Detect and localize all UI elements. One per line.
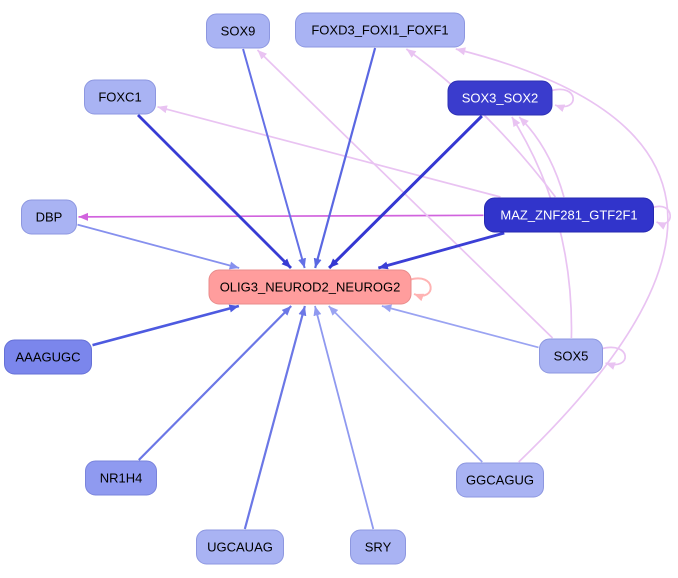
edge-SOX5-to-SOX5-self-loop <box>600 346 626 370</box>
node-label: MAZ_ZNF281_GTF2F1 <box>500 208 637 223</box>
node-MAZ_ZNF281_GTF2F1[interactable]: MAZ_ZNF281_GTF2F1 <box>484 197 654 233</box>
edge-AAAGUGC-to-OLIG3_NEUROD2_NEUROG2 <box>92 304 240 347</box>
node-GGCAGUG[interactable]: GGCAGUG <box>456 462 544 498</box>
edge-FOXD3_FOXI1_FOXF1-to-OLIG3_NEUROD2_NEUROG2 <box>313 47 377 269</box>
node-label: DBP <box>36 210 63 225</box>
node-SOX5[interactable]: SOX5 <box>539 338 603 374</box>
node-NR1H4[interactable]: NR1H4 <box>85 460 157 496</box>
edge-SOX3_SOX2-to-SOX3_SOX2-self-loop <box>549 88 574 112</box>
node-label: SOX5 <box>554 349 589 364</box>
node-FOXD3_FOXI1_FOXF1[interactable]: FOXD3_FOXI1_FOXF1 <box>295 12 465 48</box>
edge-SRY-to-OLIG3_NEUROD2_NEUROG2 <box>313 305 375 530</box>
node-FOXC1[interactable]: FOXC1 <box>84 79 156 115</box>
node-label: AAAGUGC <box>15 350 80 365</box>
node-label: UGCAUAG <box>207 540 273 555</box>
edge-MAZ_ZNF281_GTF2F1-to-OLIG3_NEUROD2_NEUROG2 <box>377 231 505 270</box>
node-label: FOXD3_FOXI1_FOXF1 <box>311 23 448 38</box>
node-label: SOX9 <box>221 24 256 39</box>
edge-UGCAUAG-to-OLIG3_NEUROD2_NEUROG2 <box>243 305 307 530</box>
node-label: GGCAGUG <box>466 473 534 488</box>
edge-SOX5-to-OLIG3_NEUROD2_NEUROG2 <box>381 304 539 349</box>
node-label: OLIG3_NEUROD2_NEUROG2 <box>220 280 401 295</box>
node-SOX9[interactable]: SOX9 <box>206 13 270 49</box>
edge-MAZ_ZNF281_GTF2F1-to-FOXC1 <box>157 105 501 198</box>
node-AAAGUGC[interactable]: AAAGUGC <box>4 339 92 375</box>
node-label: FOXC1 <box>98 90 141 105</box>
node-DBP[interactable]: DBP <box>21 199 77 235</box>
node-label: SRY <box>365 540 392 555</box>
edge-GGCAGUG-to-FOXD3_FOXI1_FOXF1 <box>455 47 669 463</box>
edge-SOX9-to-OLIG3_NEUROD2_NEUROG2 <box>242 48 306 269</box>
node-SRY[interactable]: SRY <box>350 529 406 565</box>
edge-GGCAGUG-to-OLIG3_NEUROD2_NEUROG2 <box>328 305 483 463</box>
edge-MAZ_ZNF281_GTF2F1-to-DBP <box>78 212 484 221</box>
edge-MAZ_ZNF281_GTF2F1-to-SOX3_SOX2 <box>518 116 565 198</box>
edge-MAZ_ZNF281_GTF2F1-to-FOXD3_FOXI1_FOXF1 <box>405 48 557 198</box>
node-label: SOX3_SOX2 <box>462 91 539 106</box>
edge-MAZ_ZNF281_GTF2F1-to-MAZ_ZNF281_GTF2F1-self-loop <box>651 205 671 230</box>
edge-DBP-to-OLIG3_NEUROD2_NEUROG2 <box>77 223 240 270</box>
edge-FOXC1-to-OLIG3_NEUROD2_NEUROG2 <box>137 114 292 269</box>
edge-SOX3_SOX2-to-OLIG3_NEUROD2_NEUROG2 <box>328 114 483 270</box>
edge-OLIG3_NEUROD2_NEUROG2-to-OLIG3_NEUROD2_NEUROG2-self-loop <box>408 277 432 302</box>
node-SOX3_SOX2[interactable]: SOX3_SOX2 <box>447 80 553 116</box>
edge-NR1H4-to-OLIG3_NEUROD2_NEUROG2 <box>138 305 292 461</box>
node-UGCAUAG[interactable]: UGCAUAG <box>196 529 284 565</box>
node-OLIG3_NEUROD2_NEUROG2[interactable]: OLIG3_NEUROD2_NEUROG2 <box>208 269 412 305</box>
node-label: NR1H4 <box>100 471 143 486</box>
